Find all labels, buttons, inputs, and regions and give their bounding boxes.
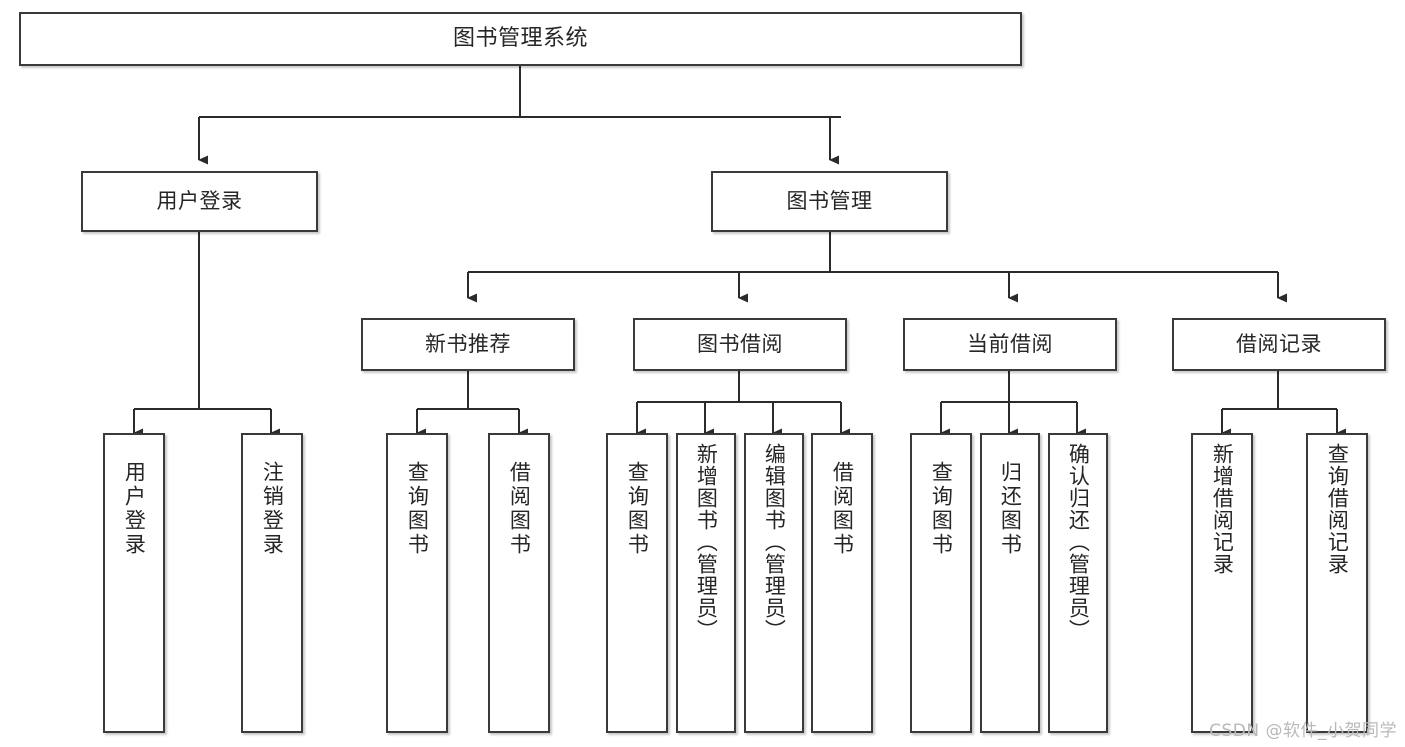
node-book-management[interactable]: 图书管理 xyxy=(711,171,948,232)
node-label: 新书推荐 xyxy=(425,331,511,356)
leaf-borrow-book-new[interactable]: 借阅图书 xyxy=(488,433,550,733)
node-label: 图书管理 xyxy=(786,188,873,213)
node-label: 确认归还（管理员） xyxy=(1066,443,1091,641)
node-label: 借阅记录 xyxy=(1236,331,1322,356)
leaf-query-book-new[interactable]: 查询图书 xyxy=(386,433,448,733)
leaf-query-borrow-record[interactable]: 查询借阅记录 xyxy=(1306,433,1368,733)
node-label: 归还图书 xyxy=(998,461,1023,557)
leaf-add-book-admin[interactable]: 新增图书（管理员） xyxy=(676,433,736,733)
node-label: 借阅图书 xyxy=(507,461,532,557)
node-label: 查询借阅记录 xyxy=(1325,443,1350,575)
node-user-login[interactable]: 用户登录 xyxy=(81,171,318,232)
node-label: 查询图书 xyxy=(929,461,954,557)
node-label: 新增借阅记录 xyxy=(1210,443,1235,575)
node-label: 用户登录 xyxy=(122,461,147,557)
csdn-watermark: CSDN @软件_小贺同学 xyxy=(1209,721,1397,741)
node-book-borrow[interactable]: 图书借阅 xyxy=(633,318,847,371)
leaf-user-login[interactable]: 用户登录 xyxy=(103,433,165,733)
leaf-borrow-book[interactable]: 借阅图书 xyxy=(811,433,873,733)
node-label: 用户登录 xyxy=(156,188,243,213)
node-label: 注销登录 xyxy=(260,461,285,557)
node-label: 新增图书（管理员） xyxy=(694,443,719,641)
node-label: 当前借阅 xyxy=(967,331,1053,356)
leaf-logout[interactable]: 注销登录 xyxy=(241,433,303,733)
node-new-book-recommend[interactable]: 新书推荐 xyxy=(361,318,575,371)
node-current-borrow[interactable]: 当前借阅 xyxy=(903,318,1117,371)
node-borrow-record[interactable]: 借阅记录 xyxy=(1172,318,1386,371)
leaf-return-book[interactable]: 归还图书 xyxy=(980,433,1040,733)
leaf-confirm-return-admin[interactable]: 确认归还（管理员） xyxy=(1048,433,1108,733)
node-label: 查询图书 xyxy=(405,461,430,557)
node-label: 借阅图书 xyxy=(830,461,855,557)
node-label: 图书借阅 xyxy=(697,331,783,356)
node-label: 编辑图书（管理员） xyxy=(762,443,787,641)
node-label: 图书管理系统 xyxy=(452,25,588,51)
leaf-edit-book-admin[interactable]: 编辑图书（管理员） xyxy=(744,433,804,733)
leaf-query-book-borrow[interactable]: 查询图书 xyxy=(606,433,668,733)
node-label: 查询图书 xyxy=(625,461,650,557)
leaf-query-book-current[interactable]: 查询图书 xyxy=(910,433,972,733)
node-root-library-system[interactable]: 图书管理系统 xyxy=(19,12,1022,66)
leaf-add-borrow-record[interactable]: 新增借阅记录 xyxy=(1191,433,1253,733)
